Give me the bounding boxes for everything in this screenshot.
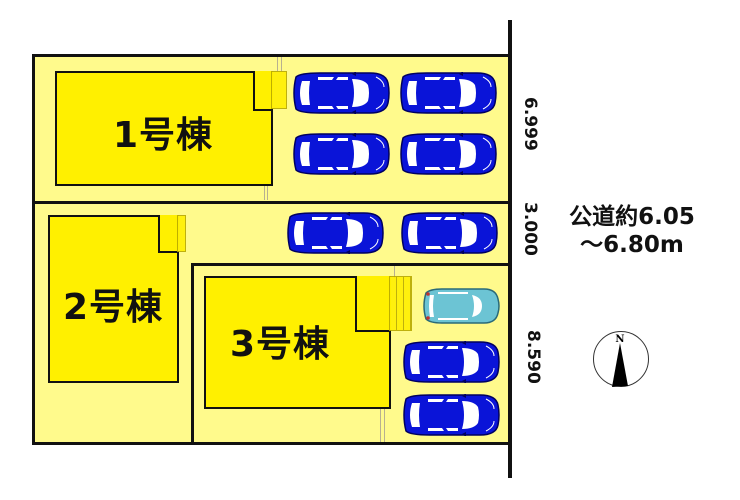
building-3-label: 3号棟 xyxy=(230,324,331,365)
setback-line xyxy=(277,57,278,71)
svg-text:N: N xyxy=(615,334,624,345)
frontage-dimension-lot-2: 3.000 xyxy=(520,202,540,256)
building-1-label: 1号棟 xyxy=(113,115,214,156)
building-3-steps xyxy=(389,276,412,331)
setback-line xyxy=(267,186,268,200)
setback-line xyxy=(281,57,282,71)
road-label-line-2: ～6.80m xyxy=(580,232,684,258)
building-2-entrance-notch xyxy=(158,215,179,253)
setback-line xyxy=(394,266,395,278)
setback-line xyxy=(384,408,385,442)
building-1-porch xyxy=(271,71,287,109)
building-2-porch xyxy=(177,215,186,252)
frontage-dimension-lot-3: 8.590 xyxy=(523,330,543,384)
setback-line xyxy=(264,186,265,200)
parking-car-icon xyxy=(293,133,390,175)
parking-car-icon xyxy=(403,394,500,436)
parking-car-icon xyxy=(401,212,498,254)
building-1-entrance-notch xyxy=(253,71,273,111)
building-2-label: 2号棟 xyxy=(63,287,164,328)
parking-car-icon xyxy=(400,72,497,114)
building-1 xyxy=(55,71,273,186)
parking-car-icon xyxy=(400,133,497,175)
frontage-dimension-lot-1: 6.999 xyxy=(520,97,540,151)
parking-car-icon xyxy=(287,212,384,254)
building-3-entrance-notch xyxy=(355,276,391,332)
building-2 xyxy=(48,215,179,383)
parking-car-icon xyxy=(403,341,500,383)
setback-line xyxy=(380,408,381,442)
parking-car-icon xyxy=(293,72,390,114)
compact-car-icon xyxy=(423,288,500,324)
road-label-line-1: 公道約6.05 xyxy=(569,204,695,230)
north-arrow-compass-icon: N xyxy=(593,331,649,387)
road-width-label: 公道約6.05 ～6.80m xyxy=(552,203,712,259)
